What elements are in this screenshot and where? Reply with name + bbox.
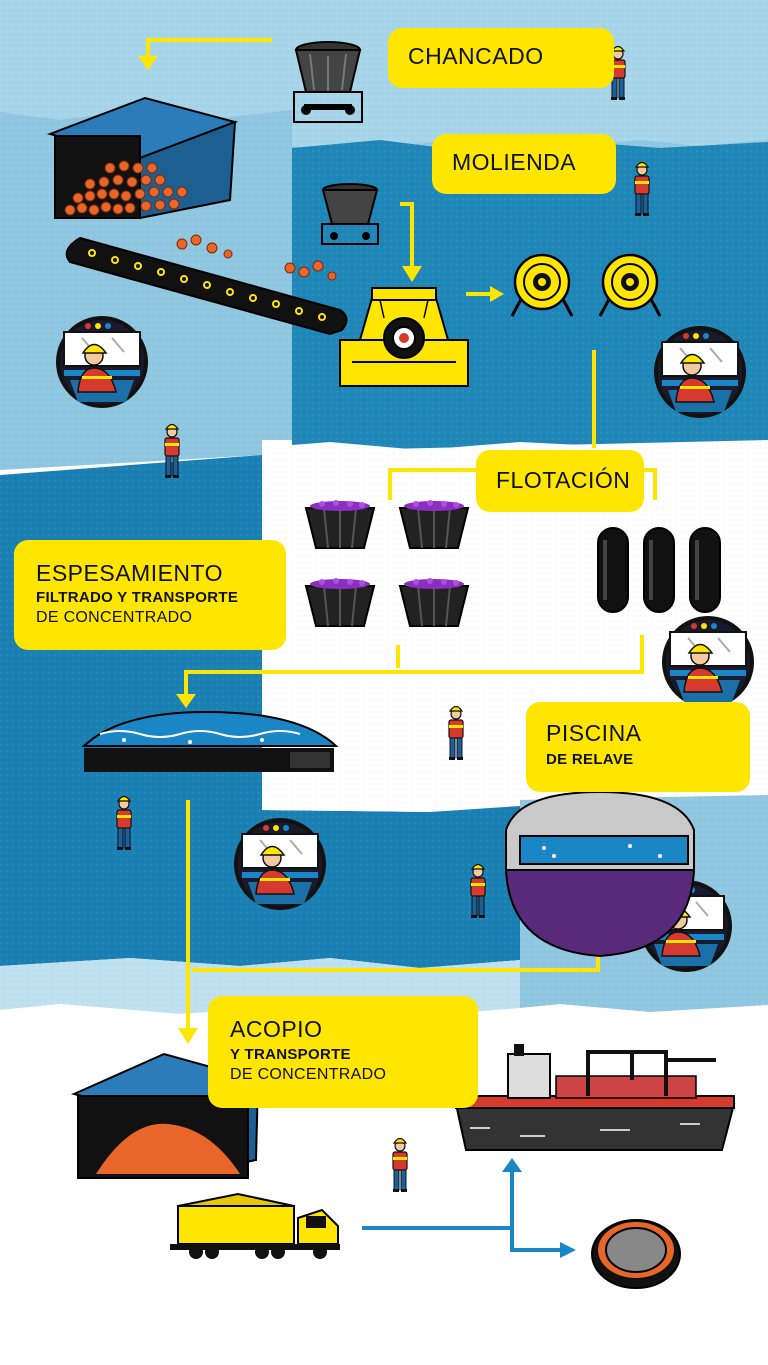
label-molienda-title: MOLIENDA [452, 149, 577, 175]
label-acopio: ACOPIO Y TRANSPORTE DE CONCENTRADO [208, 996, 478, 1108]
flotation-cell-icon [399, 499, 469, 549]
column-cell-icon [597, 527, 721, 613]
label-acopio-line3: DE CONCENTRADO [230, 1066, 387, 1083]
label-acopio-title: ACOPIO [230, 1016, 323, 1042]
truck-icon [170, 1192, 340, 1259]
feed-hopper-icon [321, 183, 379, 245]
operator-monitor-icon [661, 615, 755, 709]
thickener-tank-icon [81, 710, 339, 772]
label-espesamiento: ESPESAMIENTO FILTRADO Y TRANSPORTE DE CO… [14, 540, 286, 650]
flotation-cell-icon [305, 499, 375, 549]
transport-lines [362, 1170, 562, 1252]
operator-monitor-icon [653, 325, 747, 419]
warehouse-icon [46, 96, 239, 220]
mill-icon [339, 287, 469, 387]
tailings-pool-icon [504, 790, 696, 958]
cyclone-icon [510, 253, 662, 317]
operator-monitor-icon [55, 315, 149, 409]
label-flotacion: FLOTACIÓN [476, 450, 644, 512]
label-piscina: PISCINA DE RELAVE [526, 702, 750, 792]
label-piscina-title: PISCINA [546, 720, 642, 746]
port-ring-icon [591, 1219, 681, 1289]
label-chancado: CHANCADO [388, 28, 614, 88]
flotation-cell-icon [399, 577, 469, 627]
crusher-hopper-icon [293, 41, 363, 123]
label-piscina-line2: DE RELAVE [546, 751, 634, 768]
label-molienda: MOLIENDA [432, 134, 616, 194]
conveyor-belt-icon [65, 234, 348, 336]
label-acopio-line2: Y TRANSPORTE [230, 1046, 351, 1063]
label-espesamiento-title: ESPESAMIENTO [36, 560, 224, 586]
label-chancado-title: CHANCADO [408, 43, 544, 69]
label-espesamiento-line2: FILTRADO Y TRANSPORTE [36, 589, 239, 606]
ship-icon [454, 1044, 736, 1151]
flotation-cell-icon [305, 577, 375, 627]
operator-monitor-icon [233, 817, 327, 911]
transport-arrowheads [502, 1158, 576, 1258]
label-flotacion-title: FLOTACIÓN [496, 467, 631, 493]
label-espesamiento-line3: DE CONCENTRADO [36, 609, 193, 626]
